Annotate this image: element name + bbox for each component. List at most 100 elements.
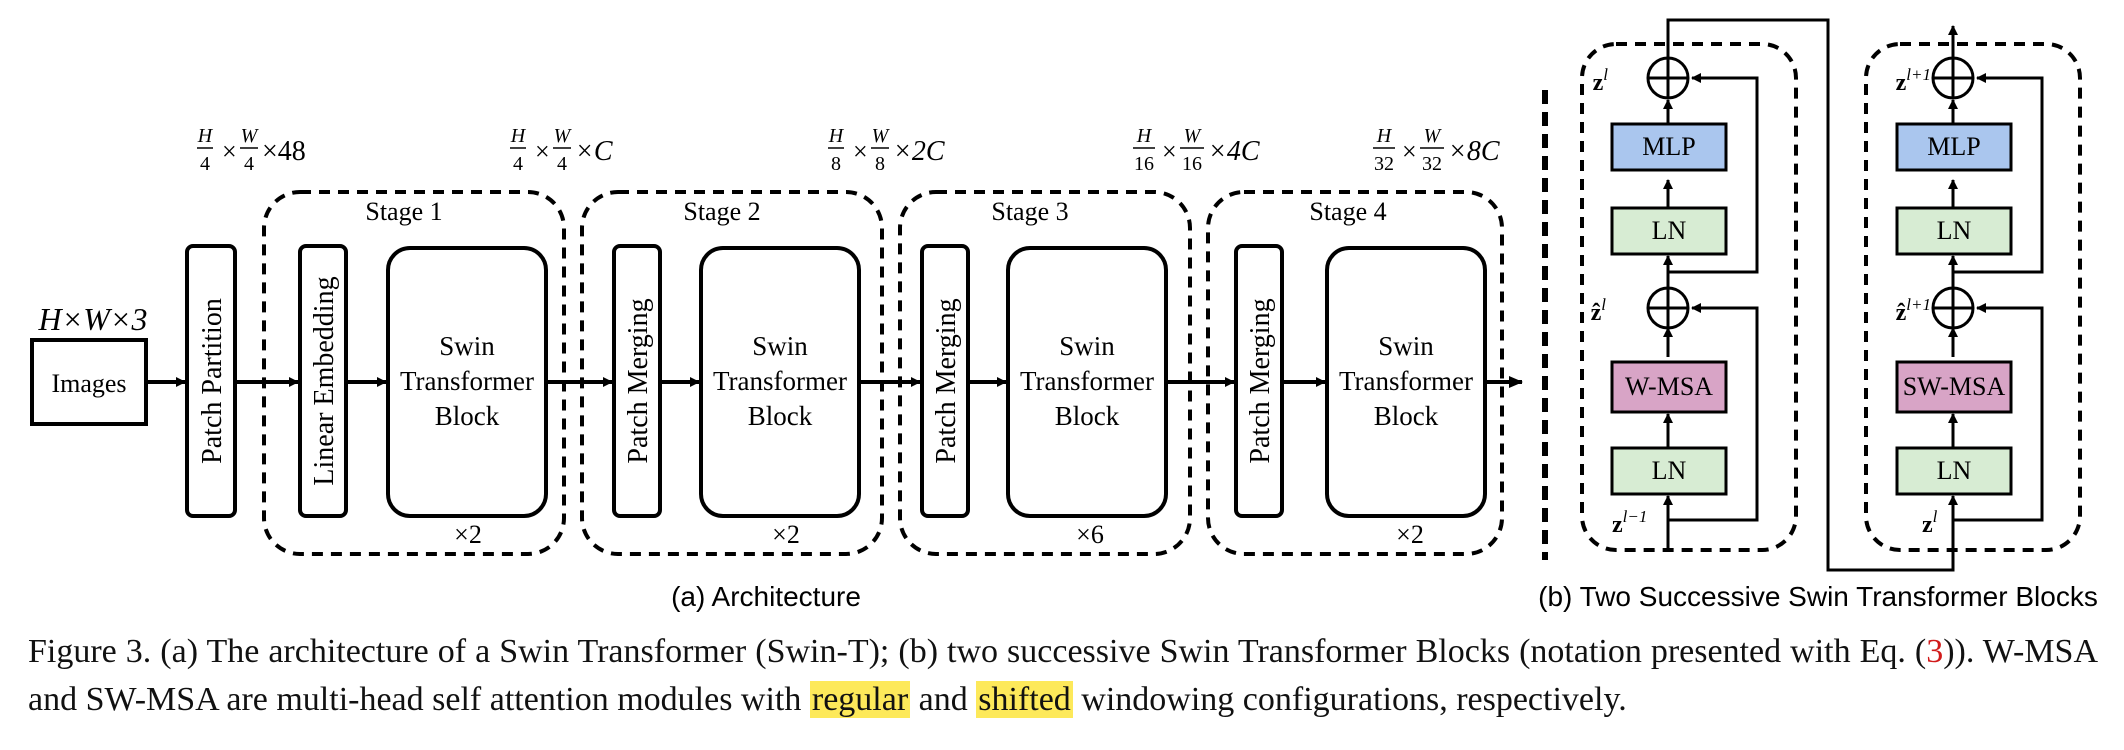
caption-part3: and [910,681,977,718]
caption-part2: )). W-MSA and SW-MSA are multi-head self… [28,633,2098,718]
left-sum-top-icon [1646,56,1690,100]
figure-caption: Figure 3. (a) The architecture of a Swin… [28,628,2098,724]
svg-text:W: W [1184,125,1203,147]
input-dims: H×W×3 [38,301,148,337]
caption-highlight-regular: regular [809,681,911,718]
stage-1-label: Stage 1 [365,197,442,226]
svg-text:16: 16 [1182,153,1202,175]
svg-text:×48: ×48 [262,136,306,167]
architecture-caption: (a) Architecture [671,581,861,612]
caption-eq-ref[interactable]: 3 [1926,633,1944,670]
svg-text:W: W [1424,125,1443,147]
left-mlp-box [1610,122,1728,172]
swin-block-1-line2: Transformer [400,366,534,396]
right-in-var: zl [1922,507,1938,538]
right-ln-top-label: LN [1937,216,1972,245]
right-ln-bottom-box [1895,446,2013,496]
svg-text:×: × [535,137,550,166]
dims-2: H 4 × W 4 ×C [510,125,613,175]
stage-1-repeat: ×2 [454,520,482,549]
svg-text:W: W [241,125,260,147]
patch-merging-3-label: Patch Merging [931,298,962,463]
dims-5: H 32 × W 32 ×8C [1373,125,1500,175]
right-ln-bottom-label: LN [1937,456,1972,485]
svg-text:16: 16 [1134,153,1154,175]
images-box [30,338,148,426]
right-out-var: zl+1 [1896,65,1931,96]
dims-4: H 16 × W 16 ×4C [1133,125,1260,175]
right-mid-var: ẑl+1 [1896,295,1931,326]
svg-text:×C: ×C [575,136,613,167]
svg-text:W: W [872,125,891,147]
svg-text:8: 8 [831,153,841,175]
stage-4-label: Stage 4 [1309,197,1386,226]
svg-text:H: H [510,125,527,147]
blocks-caption: (b) Two Successive Swin Transformer Bloc… [1538,581,2098,612]
left-mlp-label: MLP [1642,132,1695,161]
right-attn-label: SW-MSA [1903,372,2006,401]
left-block-lines [1663,73,1759,552]
stage-2-label: Stage 2 [683,197,760,226]
right-block-lines [1948,73,2044,522]
swin-block-2-line3: Block [748,401,813,431]
linear-embedding-label: Linear Embedding [309,276,340,485]
stage-2-box [580,190,884,556]
svg-text:×2C: ×2C [893,136,945,167]
left-attn-label: W-MSA [1625,372,1713,401]
right-sum-mid-icon [1931,286,1975,330]
stage-3-box [898,190,1192,556]
svg-text:W: W [554,125,573,147]
svg-text:32: 32 [1422,153,1442,175]
right-block-dashed-box [1864,42,2082,552]
left-block-dashed-box [1580,42,1798,552]
right-ln-top-box [1895,206,2013,256]
svg-text:H: H [1376,125,1393,147]
svg-text:4: 4 [244,153,254,175]
inter-block-connector [1666,18,1958,572]
svg-text:H: H [197,125,214,147]
svg-text:H: H [828,125,845,147]
patch-merging-4-label: Patch Merging [1245,298,1276,463]
caption-highlight-shifted: shifted [976,681,1073,718]
left-mid-var: ẑl [1591,295,1607,326]
right-mlp-label: MLP [1927,132,1980,161]
right-sum-top-icon [1931,56,1975,100]
patch-partition-label: Patch Partition [197,298,228,464]
left-in-var: zl−1 [1612,507,1647,538]
stage-1-box [262,190,566,556]
stage-3-repeat: ×6 [1076,520,1104,549]
left-out-var: zl [1593,65,1609,96]
svg-text:H: H [1136,125,1153,147]
swin-block-1-line1: Swin [439,331,495,361]
stage-4-box [1206,190,1504,556]
svg-text:×: × [1162,137,1177,166]
svg-text:4: 4 [200,153,210,175]
svg-text:4: 4 [557,153,567,175]
dims-1: H 4 × W 4 ×48 [197,125,306,175]
swin-block-4-line3: Block [1374,401,1439,431]
svg-text:×: × [222,137,237,166]
caption-part4: windowing configurations, respectively. [1072,681,1627,718]
swin-block-3-line2: Transformer [1020,366,1154,396]
swin-block-4-line1: Swin [1378,331,1434,361]
patch-merging-2-label: Patch Merging [623,298,654,463]
stage-3-label: Stage 3 [991,197,1068,226]
dims-3: H 8 × W 8 ×2C [828,125,945,175]
right-mlp-box [1895,122,2013,172]
svg-text:×: × [853,137,868,166]
left-ln-top-label: LN [1652,216,1687,245]
left-attn-box [1610,360,1728,414]
swin-block-4-line2: Transformer [1339,366,1473,396]
swin-block-3-line1: Swin [1059,331,1115,361]
swin-block-1-line3: Block [435,401,500,431]
svg-text:32: 32 [1374,153,1394,175]
left-ln-bottom-box [1610,446,1728,496]
swin-block-2-line1: Swin [752,331,808,361]
left-ln-top-box [1610,206,1728,256]
left-sum-mid-icon [1646,286,1690,330]
swin-diagram: H×W×3 Images Patch Partition Stage 1 Sta… [30,18,2098,612]
left-ln-bottom-label: LN [1652,456,1687,485]
swin-block-3-line3: Block [1055,401,1120,431]
right-attn-box [1895,360,2013,414]
stage-2-repeat: ×2 [772,520,800,549]
